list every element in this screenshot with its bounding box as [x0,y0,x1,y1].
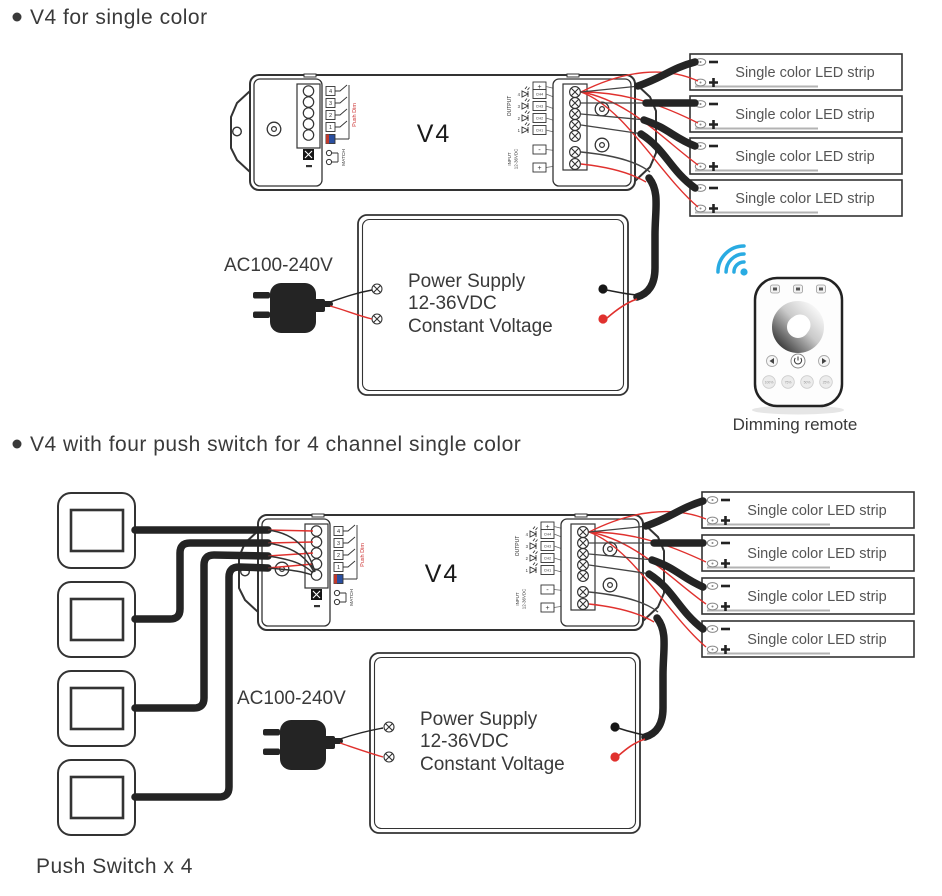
section2-title: V4 with four push switch for 4 channel s… [30,433,521,456]
output-wires-bottom [588,497,707,648]
led-strip-8 [700,619,916,659]
dial-center [789,314,811,336]
ac-voltage-label-top: AC100-240V [224,255,333,276]
section-single-color: V4 for single color AC100-240V [12,6,904,434]
power-icon [793,356,803,365]
led-strip-5 [700,490,916,530]
remote-preset-buttons: 100% 75% 50% 25% [762,375,833,389]
push-switch-2 [56,580,137,659]
left-arrow-icon [769,358,774,364]
ac-plug-bottom [263,720,335,770]
dc-cable-bottom [588,591,668,757]
led-strip-7 [700,576,916,616]
section1-title: V4 for single color [30,6,208,29]
section-push-switch: V4 with four push switch for 4 channel s… [12,433,916,878]
bullet [12,439,22,449]
push-switch-cables [131,526,316,801]
dimming-remote: 100% 75% 50% 25% Dimming remote [716,244,858,434]
ac-voltage-label-bottom: AC100-240V [237,688,346,709]
output-wires-top [580,58,699,208]
plug-cord-bottom [321,727,384,758]
plug-cord-top [311,289,373,320]
push-switch-3 [56,669,137,748]
svg-text:75%: 75% [785,381,792,385]
remote-caption: Dimming remote [733,415,858,434]
led-strip-2 [688,94,904,134]
bullet [12,12,22,22]
led-strip-6 [700,533,916,573]
power-supply-top [357,214,629,396]
svg-text:50%: 50% [804,381,811,385]
led-strip-4 [688,178,904,218]
switch-common-wires [267,529,316,576]
right-arrow-icon [822,358,827,364]
dc-cable-top [580,151,660,319]
power-supply-bottom [369,652,641,834]
push-switch-caption: Push Switch x 4 [36,855,193,878]
ac-plug-top [253,283,325,333]
switch-signal-wires [267,529,314,569]
push-switch-1 [56,491,137,570]
remote-shadow [752,405,844,415]
dimming-dial [772,301,824,353]
svg-text:25%: 25% [823,381,830,385]
wifi-signal-icon [716,244,748,276]
led-strip-1 [688,52,904,92]
push-switch-4 [56,758,137,837]
remote-middle-row [766,353,830,369]
svg-text:100%: 100% [765,381,774,385]
led-strip-3 [688,136,904,176]
remote-zone-buttons [770,284,826,294]
